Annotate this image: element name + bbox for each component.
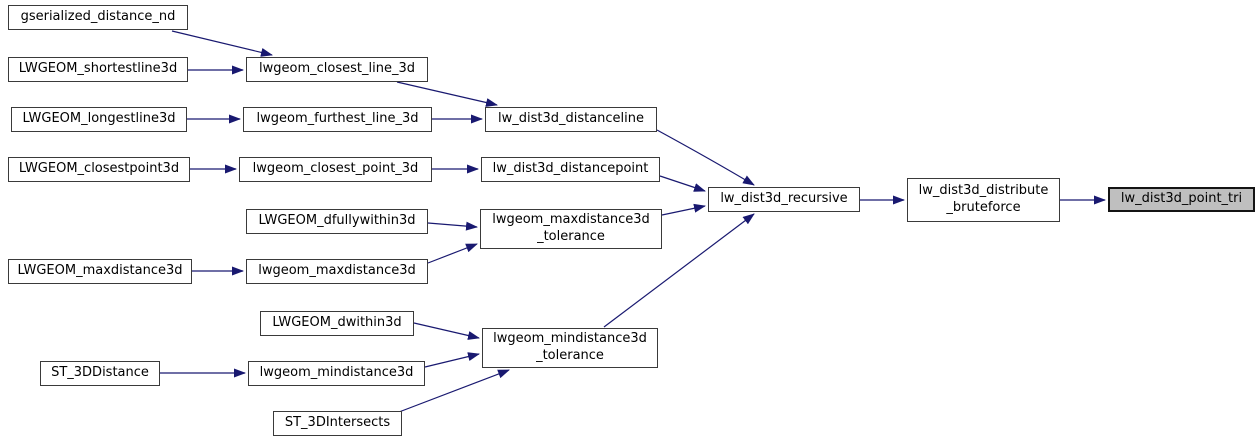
- edge-lw_dist3d_distanceline-to-lw_dist3d_recursive: [656, 129, 755, 186]
- graph-node-ST_3DDistance[interactable]: ST_3DDistance: [40, 361, 160, 386]
- graph-node-lwgeom_closest_point_3d[interactable]: lwgeom_closest_point_3d: [239, 157, 432, 182]
- node-label: lw_dist3d_point_tri: [1120, 191, 1243, 207]
- edge-lwgeom_maxdistance3d_tolerance-to-lw_dist3d_recursive: [661, 203, 706, 216]
- edge-lwgeom_maxdistance3d-to-lwgeom_maxdistance3d_tolerance: [427, 243, 478, 264]
- node-label: LWGEOM_dfullywithin3d: [258, 213, 416, 229]
- graph-node-LWGEOM_shortestline3d[interactable]: LWGEOM_shortestline3d: [8, 57, 188, 82]
- node-label: LWGEOM_longestline3d: [22, 111, 176, 127]
- node-label: lw_dist3d_recursive: [720, 191, 848, 207]
- graph-node-lwgeom_maxdistance3d[interactable]: lwgeom_maxdistance3d: [246, 259, 428, 284]
- node-label: LWGEOM_maxdistance3d: [17, 263, 183, 279]
- graph-node-lwgeom_mindistance3d_tolerance[interactable]: lwgeom_mindistance3d_tolerance: [482, 328, 658, 368]
- graph-node-lwgeom_maxdistance3d_tolerance[interactable]: lwgeom_maxdistance3d_tolerance: [480, 209, 662, 249]
- edge-gserialized_distance_nd-to-lwgeom_closest_line_3d: [171, 30, 273, 57]
- node-label: lwgeom_maxdistance3d: [492, 212, 650, 228]
- node-label: lwgeom_mindistance3d: [259, 365, 414, 381]
- node-label: lw_dist3d_distanceline: [497, 111, 645, 127]
- node-label: ST_3DIntersects: [284, 415, 391, 431]
- graph-node-lwgeom_furthest_line_3d[interactable]: lwgeom_furthest_line_3d: [243, 107, 432, 132]
- graph-node-LWGEOM_dwithin3d[interactable]: LWGEOM_dwithin3d: [260, 311, 414, 336]
- node-label: _tolerance: [537, 229, 605, 244]
- edge-lwgeom_mindistance3d_tolerance-to-lw_dist3d_recursive: [603, 213, 755, 328]
- node-label: lwgeom_closest_line_3d: [259, 61, 415, 77]
- edge-LWGEOM_dfullywithin3d-to-lwgeom_maxdistance3d_tolerance: [427, 221, 478, 231]
- graph-node-lwgeom_closest_line_3d[interactable]: lwgeom_closest_line_3d: [246, 57, 428, 82]
- node-label: lwgeom_furthest_line_3d: [256, 111, 419, 127]
- node-label: lw_dist3d_distribute: [918, 183, 1049, 199]
- edge-lw_dist3d_distancepoint-to-lw_dist3d_recursive: [659, 175, 706, 192]
- graph-node-gserialized_distance_nd[interactable]: gserialized_distance_nd: [8, 5, 188, 30]
- node-label: lwgeom_mindistance3d: [493, 331, 647, 347]
- edge-ST_3DIntersects-to-lwgeom_mindistance3d_tolerance: [398, 369, 510, 413]
- node-label: LWGEOM_shortestline3d: [18, 61, 178, 77]
- graph-node-lw_dist3d_recursive[interactable]: lw_dist3d_recursive: [708, 187, 860, 212]
- node-label: gserialized_distance_nd: [20, 9, 176, 25]
- node-label: _tolerance: [536, 348, 604, 363]
- edge-lwgeom_closest_line_3d-to-lw_dist3d_distanceline: [396, 81, 498, 107]
- node-label: LWGEOM_dwithin3d: [272, 315, 402, 331]
- node-label: ST_3DDistance: [51, 365, 149, 381]
- node-label: lwgeom_closest_point_3d: [252, 161, 419, 177]
- graph-node-LWGEOM_maxdistance3d[interactable]: LWGEOM_maxdistance3d: [8, 259, 192, 284]
- graph-node-lw_dist3d_distanceline[interactable]: lw_dist3d_distanceline: [485, 107, 657, 132]
- graph-node-lwgeom_mindistance3d[interactable]: lwgeom_mindistance3d: [248, 361, 425, 386]
- node-label: LWGEOM_closestpoint3d: [18, 161, 180, 177]
- graph-node-LWGEOM_dfullywithin3d[interactable]: LWGEOM_dfullywithin3d: [246, 209, 428, 234]
- graph-node-lw_dist3d_distribute_bruteforce[interactable]: lw_dist3d_distribute_bruteforce: [907, 178, 1060, 222]
- graph-node-lw_dist3d_point_tri: lw_dist3d_point_tri: [1108, 187, 1255, 212]
- edge-lwgeom_mindistance3d-to-lwgeom_mindistance3d_tolerance: [424, 352, 480, 368]
- edge-LWGEOM_dwithin3d-to-lwgeom_mindistance3d_tolerance: [413, 322, 480, 340]
- graph-node-lw_dist3d_distancepoint[interactable]: lw_dist3d_distancepoint: [481, 157, 660, 182]
- graph-node-LWGEOM_closestpoint3d[interactable]: LWGEOM_closestpoint3d: [8, 157, 190, 182]
- node-label: lw_dist3d_distancepoint: [492, 161, 649, 177]
- node-label: _bruteforce: [946, 200, 1021, 215]
- graph-node-LWGEOM_longestline3d[interactable]: LWGEOM_longestline3d: [11, 107, 187, 132]
- node-label: lwgeom_maxdistance3d: [258, 263, 416, 279]
- graph-node-ST_3DIntersects[interactable]: ST_3DIntersects: [273, 411, 402, 436]
